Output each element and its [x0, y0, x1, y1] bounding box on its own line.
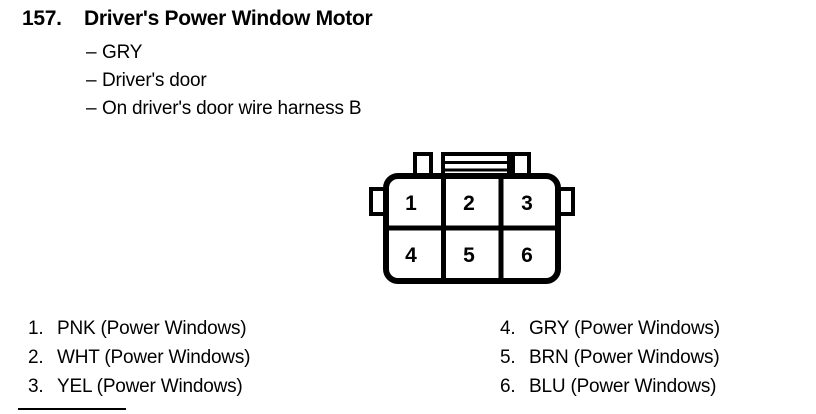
page-title: Driver's Power Window Motor [84, 7, 373, 30]
dash-bullet-icon: – [86, 42, 97, 63]
pin-number: 1. [28, 318, 44, 339]
pin-legend-right: 4. GRY (Power Windows) 5. BRN (Power Windo… [500, 314, 720, 401]
pin-number: 6. [500, 376, 516, 397]
pin-number: 3. [28, 376, 44, 397]
list-item: 2. WHT (Power Windows) [28, 343, 250, 372]
pin-number: 4. [500, 318, 516, 339]
note-line-2: –Driver's door [86, 70, 207, 92]
pin-description: PNK (Power Windows) [57, 318, 247, 339]
pin-label-3: 3 [521, 192, 533, 215]
pin-description: GRY (Power Windows) [529, 318, 720, 339]
list-item: 1. PNK (Power Windows) [28, 314, 250, 343]
pin-label-1: 1 [405, 192, 417, 215]
list-item: 4. GRY (Power Windows) [500, 314, 720, 343]
pin-description: BLU (Power Windows) [529, 376, 717, 397]
pin-legend-left: 1. PNK (Power Windows) 2. WHT (Power Windo… [28, 314, 250, 401]
pin-number: 2. [28, 347, 44, 368]
note-line-1: –GRY [86, 42, 142, 64]
note-line-3: –On driver's door wire harness B [86, 98, 362, 120]
pin-description: WHT (Power Windows) [57, 347, 251, 368]
dash-bullet-icon: – [86, 98, 97, 119]
note-text: GRY [102, 42, 143, 63]
connector-diagram: 1 2 3 4 5 6 [369, 152, 575, 284]
pin-description: BRN (Power Windows) [529, 347, 720, 368]
footer-divider [18, 408, 126, 410]
connector-cell-grid [386, 176, 558, 281]
pin-number: 5. [500, 347, 516, 368]
note-text: On driver's door wire harness B [102, 98, 362, 119]
pin-label-5: 5 [463, 244, 475, 267]
list-item: 5. BRN (Power Windows) [500, 343, 720, 372]
list-item: 6. BLU (Power Windows) [500, 372, 720, 401]
list-item: 3. YEL (Power Windows) [28, 372, 250, 401]
note-text: Driver's door [102, 70, 207, 91]
entry-number: 157. [22, 7, 62, 30]
pin-label-2: 2 [463, 192, 475, 215]
dash-bullet-icon: – [86, 70, 97, 91]
pin-label-4: 4 [405, 244, 417, 267]
pin-description: YEL (Power Windows) [57, 376, 243, 397]
connector-latch-icon [441, 152, 511, 178]
pin-label-6: 6 [521, 244, 533, 267]
